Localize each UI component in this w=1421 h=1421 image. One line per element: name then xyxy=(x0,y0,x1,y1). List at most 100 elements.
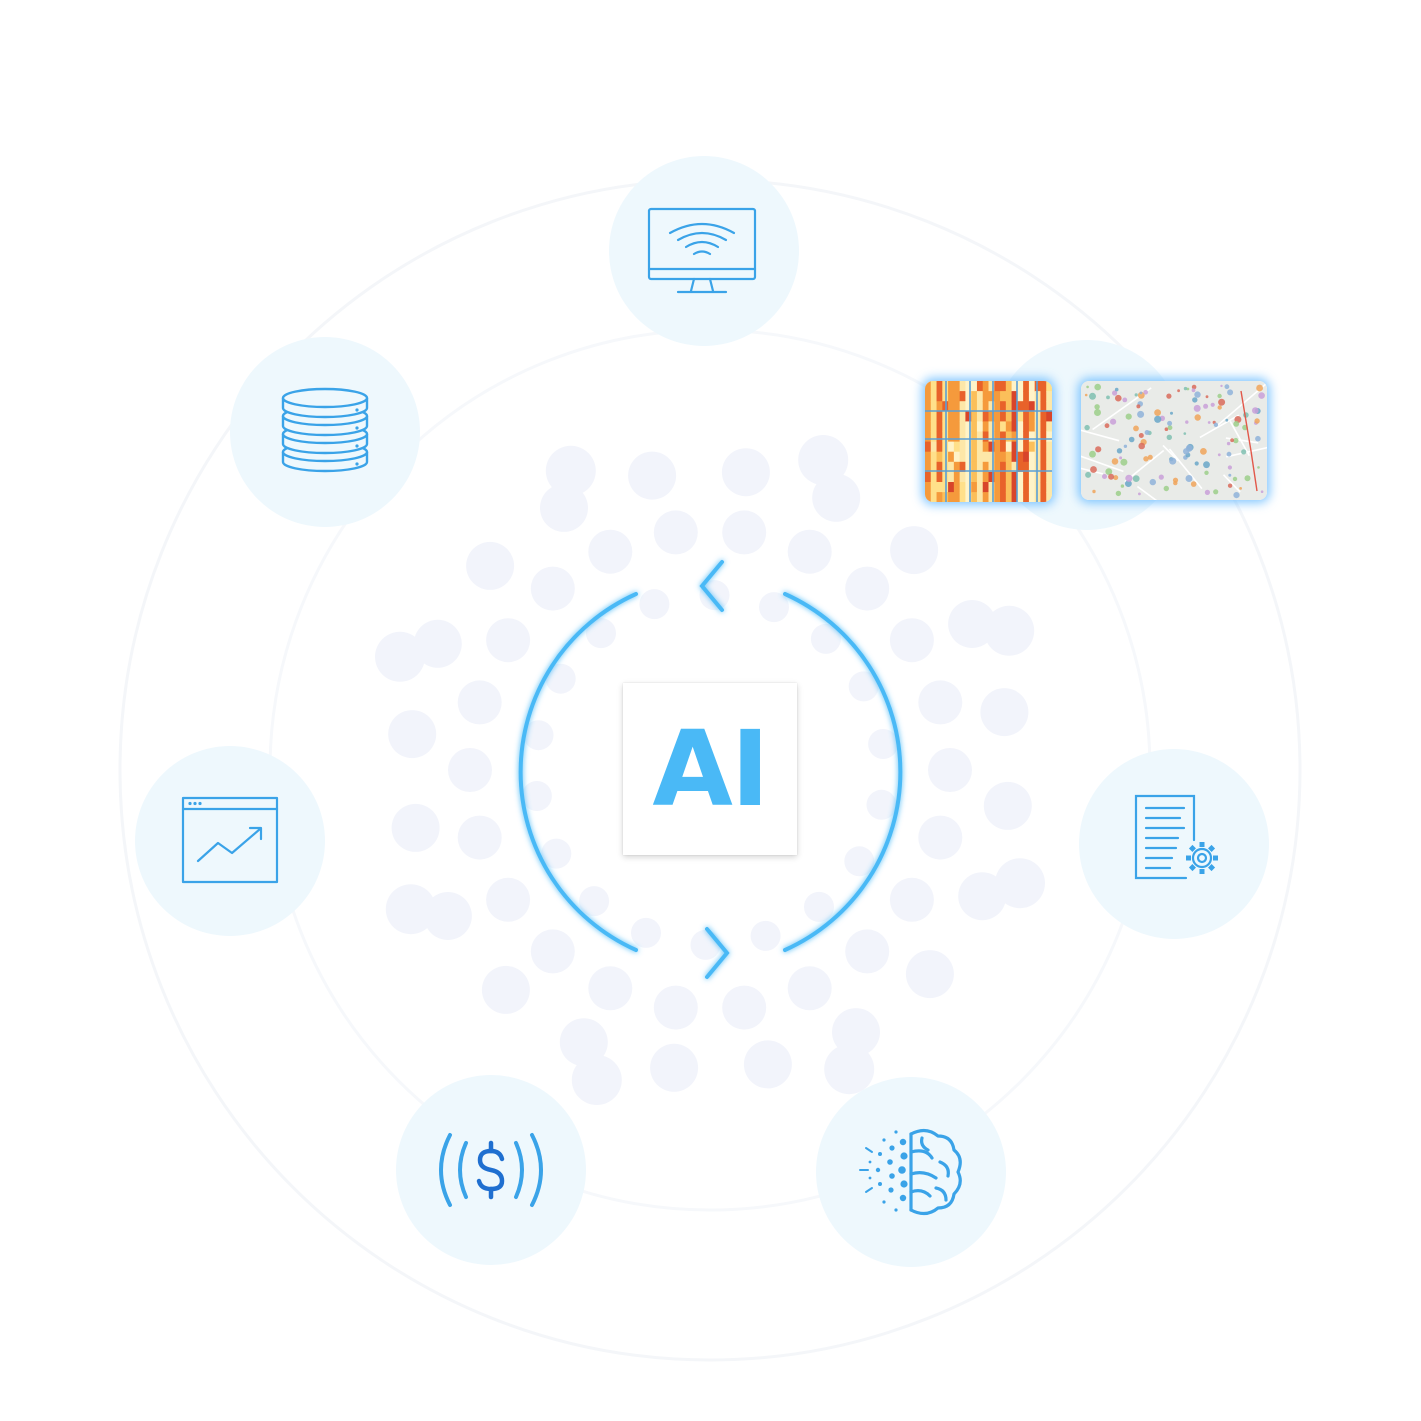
map-marker xyxy=(1144,430,1150,435)
map-marker xyxy=(1167,420,1173,426)
node-document[interactable] xyxy=(1079,749,1269,939)
heatmap-cell xyxy=(971,411,978,422)
heatmap-cell xyxy=(959,451,966,463)
heatmap-cell xyxy=(1034,441,1041,453)
heatmap-cell xyxy=(1011,441,1018,453)
map-marker xyxy=(1220,384,1223,388)
map-marker xyxy=(1113,475,1119,481)
heatmap-cell xyxy=(1011,421,1018,432)
node-monitor[interactable] xyxy=(609,156,799,346)
map-marker xyxy=(1105,468,1113,475)
dot xyxy=(466,541,515,590)
heatmap-cell xyxy=(988,391,995,402)
map-marker xyxy=(1143,456,1149,462)
heatmap-cell xyxy=(1023,421,1030,432)
node-database[interactable] xyxy=(230,337,420,527)
heatmap-cell xyxy=(1005,482,1013,493)
heatmap-cell xyxy=(988,401,995,412)
heatmap-cell xyxy=(971,381,978,392)
heatmap-cell xyxy=(930,461,938,473)
heatmap-cell xyxy=(948,421,955,432)
heatmap-cell xyxy=(1040,411,1047,422)
heatmap-cell xyxy=(982,461,989,473)
heatmap-cell xyxy=(930,381,938,392)
map-marker xyxy=(1218,398,1226,406)
heatmap-cell xyxy=(965,451,972,463)
heatmap-cell xyxy=(1040,492,1047,502)
heatmap-cell xyxy=(1011,401,1018,412)
dot xyxy=(486,877,531,922)
heatmap-cell xyxy=(1023,431,1030,443)
map-marker xyxy=(1169,457,1177,465)
dot xyxy=(541,838,572,869)
dot xyxy=(545,445,596,496)
heatmap-cell xyxy=(1011,381,1018,392)
heatmap-cell xyxy=(994,431,1001,443)
heatmap-cell xyxy=(1000,482,1007,493)
heatmap-cell xyxy=(976,411,984,422)
heatmap-cell xyxy=(971,391,978,402)
map-marker xyxy=(1194,414,1201,421)
heatmap-cell xyxy=(959,471,966,483)
heatmap-cell xyxy=(971,451,978,463)
map-marker xyxy=(1210,402,1215,407)
heatmap-cell xyxy=(948,451,955,463)
map-marker xyxy=(1106,395,1110,400)
heatmap-cell xyxy=(1011,431,1018,443)
heatmap-cell xyxy=(1017,492,1024,502)
heatmap-cell xyxy=(948,431,955,443)
dot xyxy=(457,815,502,860)
heatmap-cell xyxy=(1005,441,1013,453)
heatmap-cell xyxy=(1034,471,1041,483)
map-marker xyxy=(1260,490,1264,493)
heatmap-cell xyxy=(976,401,984,412)
heatmap-cell xyxy=(948,471,955,483)
dot xyxy=(545,663,576,694)
dot xyxy=(918,815,963,860)
heatmap-cell xyxy=(1005,411,1013,422)
heatmap-cell xyxy=(1034,421,1041,432)
heatmap-cell xyxy=(971,471,978,483)
dot xyxy=(722,985,767,1030)
dot xyxy=(928,748,972,792)
map-marker xyxy=(1256,384,1263,392)
heatmap-cell xyxy=(965,441,972,453)
map-marker xyxy=(1191,384,1197,390)
heatmap-cell xyxy=(959,492,966,502)
heatmap-cell xyxy=(988,441,995,453)
heatmap-cell xyxy=(930,421,938,432)
heatmap-cell xyxy=(976,381,984,392)
node-analytics[interactable] xyxy=(135,746,325,936)
heatmap-cell xyxy=(965,461,972,473)
browser-trend-chart-icon xyxy=(181,796,279,884)
heatmap-cell xyxy=(1034,492,1041,502)
map-marker xyxy=(1205,395,1209,399)
heatmap-cell xyxy=(1034,451,1041,463)
map-road xyxy=(1162,444,1179,462)
node-brain[interactable] xyxy=(816,1077,1006,1267)
heatmap-cell xyxy=(1040,391,1047,402)
heatmap-cell xyxy=(988,471,995,483)
heatmap-cell xyxy=(953,431,961,443)
map-marker xyxy=(1138,433,1144,438)
dot xyxy=(918,680,963,725)
map-marker xyxy=(1094,409,1101,416)
map-marker xyxy=(1255,435,1261,442)
heatmap-cell xyxy=(953,441,961,453)
node-money[interactable] xyxy=(396,1075,586,1265)
heatmap-cell xyxy=(936,391,943,402)
dot xyxy=(699,580,730,611)
heatmap-cell xyxy=(1028,451,1036,463)
heatmap-cell xyxy=(953,411,961,422)
heatmap-cell xyxy=(930,411,938,422)
heatmap-cell xyxy=(953,401,961,412)
heatmap-cell xyxy=(953,381,961,392)
database-stack-icon xyxy=(281,387,369,473)
map-marker xyxy=(1252,407,1259,414)
dot xyxy=(586,618,616,649)
map-marker xyxy=(1102,474,1107,479)
heatmap-cell xyxy=(1040,471,1047,483)
heatmap-cell xyxy=(1028,411,1036,422)
heatmap-cell xyxy=(959,421,966,432)
